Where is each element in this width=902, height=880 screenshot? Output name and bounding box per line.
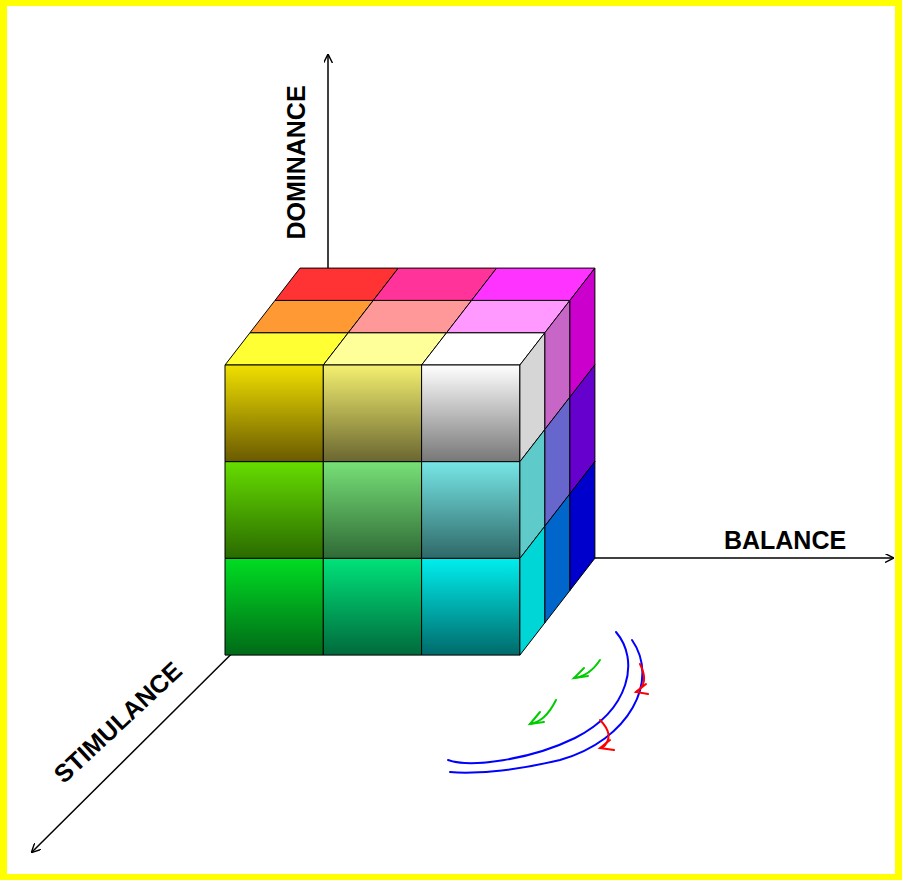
front-cell	[323, 462, 421, 559]
side-cell	[570, 462, 595, 591]
axis-label-dominance: DOMINANCE	[283, 85, 308, 239]
color-cube	[225, 268, 595, 655]
front-cell	[422, 365, 520, 462]
side-cell	[545, 494, 570, 623]
axis-label-balance: BALANCE	[724, 528, 846, 553]
front-cell	[225, 365, 323, 462]
front-cell	[225, 558, 323, 655]
axes	[32, 55, 893, 852]
rotation-arrows	[448, 632, 648, 773]
front-cell	[422, 462, 520, 559]
front-cell	[323, 558, 421, 655]
front-cell	[422, 558, 520, 655]
side-cell	[520, 526, 545, 655]
front-cell	[323, 365, 421, 462]
front-cell	[225, 462, 323, 559]
